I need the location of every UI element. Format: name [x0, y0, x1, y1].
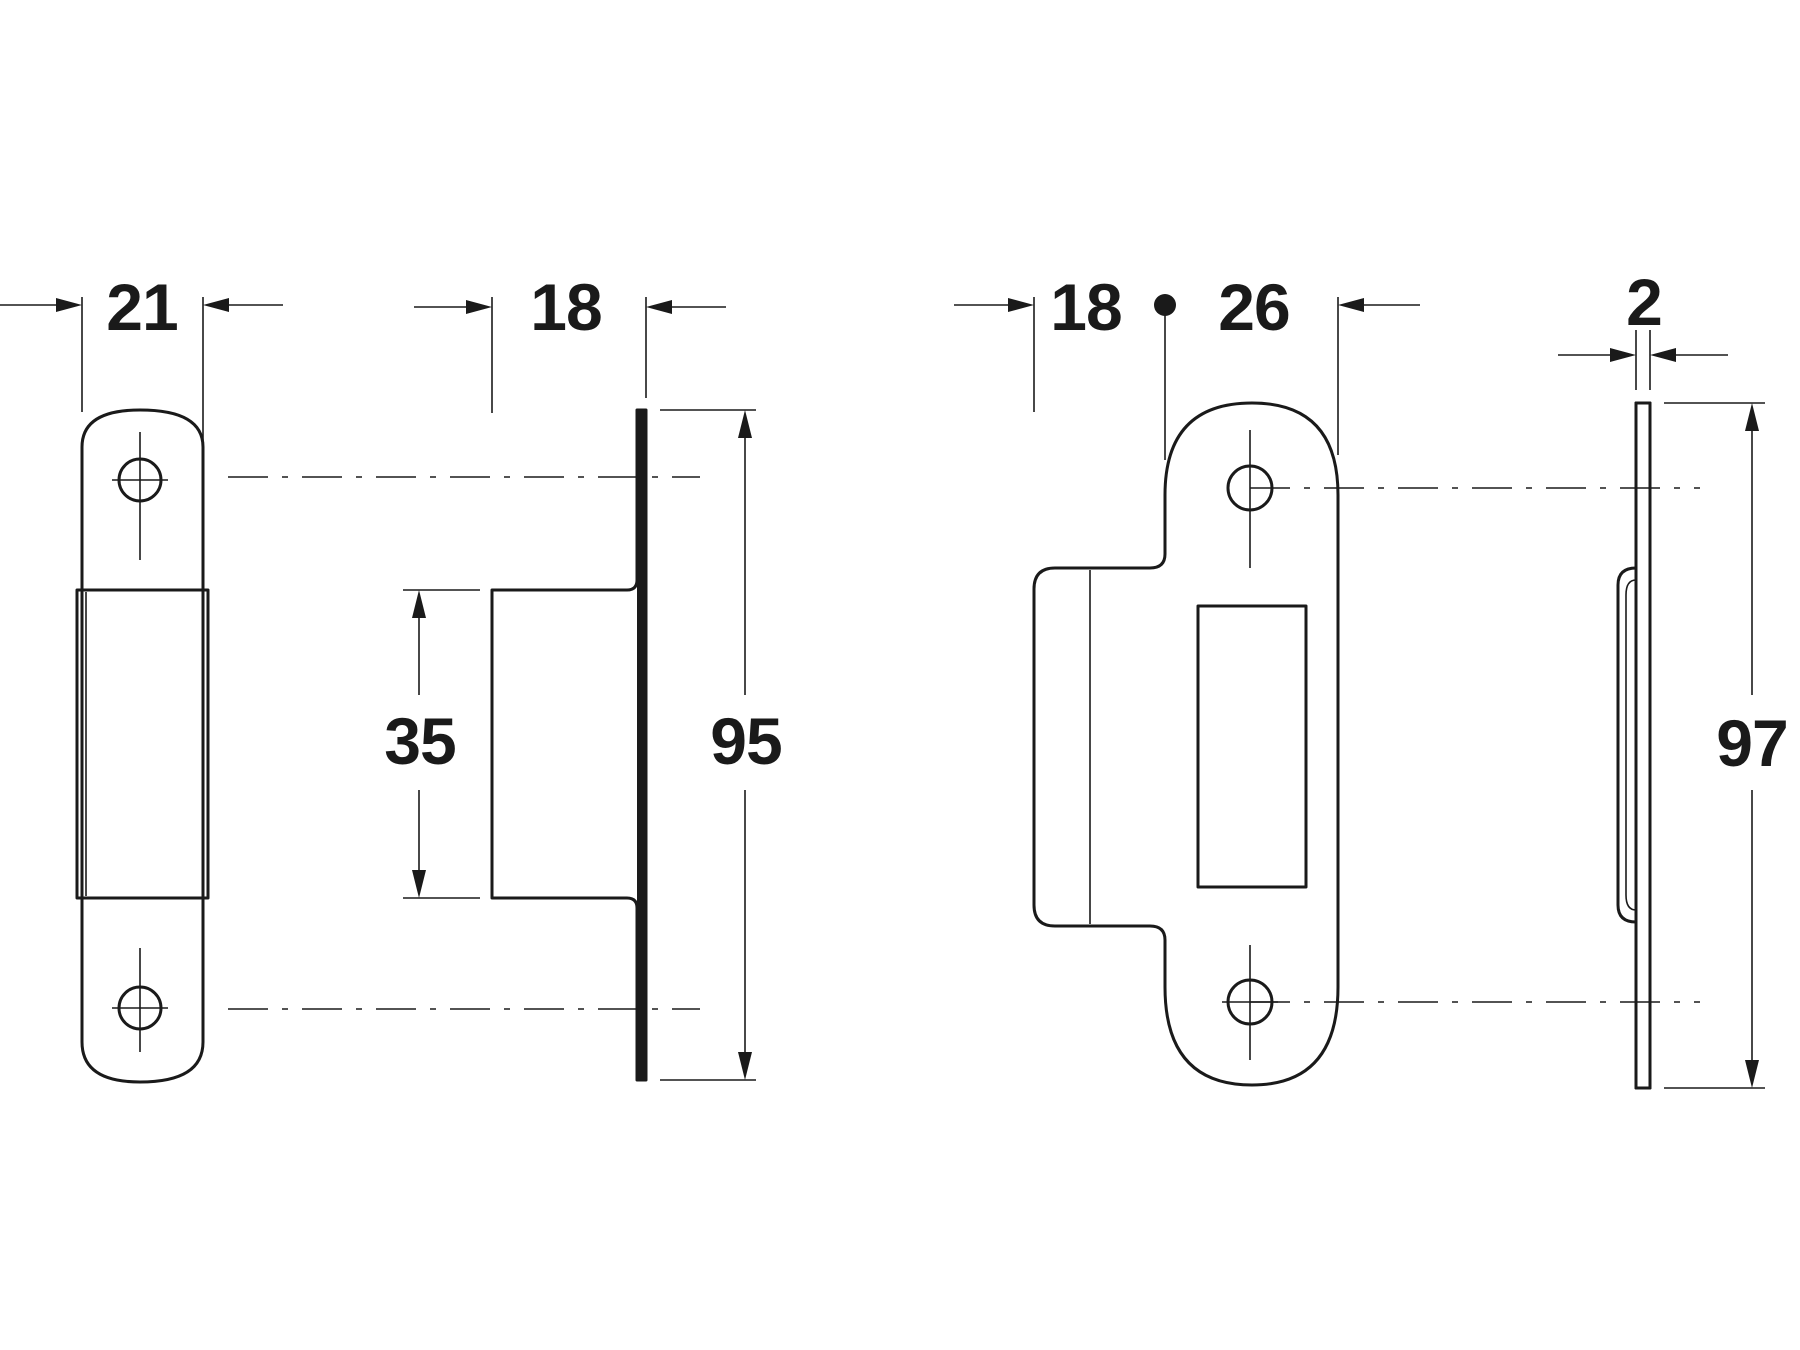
view4-lip-profile [1616, 566, 1638, 924]
dim-view2-depth: 18 [414, 270, 726, 413]
view2-plate-outline [490, 408, 648, 1082]
dim-view2-plate-height: 95 [660, 409, 783, 1081]
dim21-arrow-right [203, 298, 229, 312]
view1-outline [80, 408, 205, 1084]
view3-outline [1032, 401, 1340, 1087]
view3-strike-opening [1196, 604, 1308, 889]
dim-label-18-view3: 18 [1050, 270, 1121, 344]
dim21-arrow-left [56, 298, 82, 312]
dim-label-95: 95 [710, 704, 781, 778]
dim18a-arrow-right [646, 300, 672, 314]
dim97-arrow-bottom [1745, 1060, 1759, 1088]
dim18b-arrow-left [1008, 298, 1034, 312]
dim-view2-body-height: 35 [384, 589, 480, 899]
view2-striker-side [490, 408, 648, 1082]
dim2-arrow-left [1610, 348, 1636, 362]
dim-label-97: 97 [1716, 706, 1787, 780]
dim95-arrow-top [738, 410, 752, 438]
dim-label-35: 35 [384, 704, 455, 778]
dim-label-18-view2: 18 [530, 270, 601, 344]
dim2-arrow-right [1650, 348, 1676, 362]
view1-center-band [75, 588, 210, 900]
dim-label-21: 21 [106, 270, 177, 344]
dim-label-2: 2 [1626, 265, 1662, 339]
view3-strike-plate-front [1032, 401, 1340, 1087]
view4-strike-plate-side [1616, 401, 1652, 1090]
dim-view3-width: 18 26 [954, 270, 1420, 460]
view1-striker-front [75, 408, 210, 1084]
dim-view1-width: 21 [0, 270, 283, 448]
dim35-arrow-top [412, 590, 426, 618]
dim35-arrow-bottom [412, 870, 426, 898]
dim97-arrow-top [1745, 403, 1759, 431]
dim-separator-dot [1154, 294, 1176, 316]
dim26-arrow-right [1338, 298, 1364, 312]
dim18a-arrow-left [466, 300, 492, 314]
dim-view4-height: 97 [1664, 402, 1789, 1089]
dim95-arrow-bottom [738, 1052, 752, 1080]
dim-label-26: 26 [1218, 270, 1289, 344]
view4-lip-inner [1625, 579, 1637, 911]
view2-plate-fill [637, 410, 646, 1080]
dim-view4-thickness: 2 [1558, 265, 1728, 390]
